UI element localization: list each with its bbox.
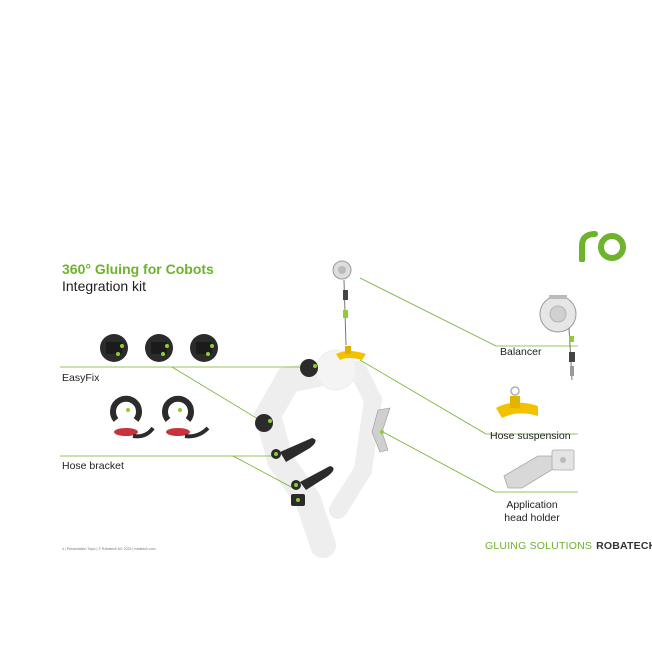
balancer-product — [539, 295, 577, 381]
balancer-on-robot — [332, 260, 352, 346]
head-holder-product — [503, 449, 575, 489]
label-balancer: Balancer — [500, 346, 542, 358]
brand-name: ROBATECH — [596, 540, 652, 552]
slide-artwork — [60, 260, 578, 558]
label-head-holder-line2: head holder — [504, 512, 560, 524]
hose-suspension-on-robot — [336, 346, 366, 360]
label-hose-bracket: Hose bracket — [62, 460, 124, 472]
cobot-silhouette — [254, 349, 383, 558]
logo-mark — [579, 231, 626, 263]
label-head-holder-line1: Application — [506, 499, 558, 511]
hose-bracket-on-robot — [271, 438, 334, 506]
brand-tagline: GLUING SOLUTIONS — [485, 540, 593, 552]
presentation-slide: 360° Gluing for Cobots Integration kit E… — [18, 170, 652, 568]
easyfix-clamp-3 — [190, 334, 218, 362]
leader-lines — [60, 277, 578, 493]
easyfix-clamp-1 — [100, 334, 128, 362]
easyfix-clamp-2 — [145, 334, 173, 362]
label-hose-suspension: Hose suspension — [490, 430, 571, 442]
robatech-logo — [578, 226, 628, 263]
hose-suspension-product — [496, 386, 538, 418]
label-easyfix: EasyFix — [62, 372, 100, 384]
slide-title: 360° Gluing for Cobots — [62, 261, 214, 277]
head-holder-on-robot — [371, 407, 391, 453]
hose-bracket-1 — [110, 395, 155, 439]
label-application-head-holder: Application head holder — [496, 499, 568, 525]
slide-subtitle: Integration kit — [62, 278, 147, 294]
hose-bracket-2 — [162, 395, 210, 439]
footer-text: 4 | Presentation Topic | © Robatech AG 2… — [62, 547, 156, 551]
easyfix-on-robot — [255, 359, 318, 432]
